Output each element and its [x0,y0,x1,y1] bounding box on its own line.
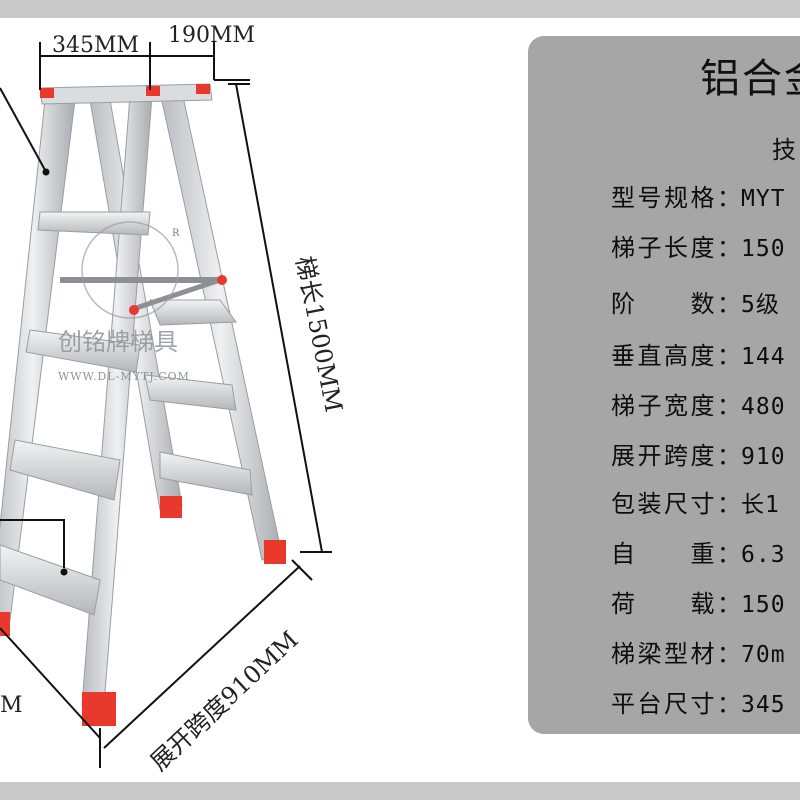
top-frame-bar [0,0,800,18]
callout-dot [60,568,68,576]
front-legs [0,95,153,726]
platform-corner-cap [40,88,54,98]
spec-value: 5级 [741,292,780,318]
spec-row: 包装尺寸：长1 [611,484,780,519]
spec-value: 150 [741,236,786,262]
spec-label: 包装尺寸： [611,490,741,518]
front-right-foot-cap [82,692,116,726]
spec-value: 70m [741,642,786,668]
spec-value: 910 [741,444,786,470]
front-left-foot-cap [0,612,10,636]
spec-value: 345 [741,692,786,718]
partial-dimension-label: M [0,693,23,718]
spec-label: 自 重： [611,540,741,568]
spec-value: 144 [741,344,786,370]
platform-corner-cap [146,86,160,96]
spec-row: 荷 载：150 [611,584,786,619]
back-right-foot-cap [264,540,286,564]
spec-row: 梯子宽度：480 [611,386,786,421]
watermark-seal-mark: R [172,228,180,239]
spec-row: 梯梁型材：70m [611,634,786,669]
spec-row: 自 重：6.3 [611,534,786,569]
spec-label: 垂直高度： [611,342,741,370]
spec-row: 梯子长度：150 [611,228,786,263]
dim-tick [291,559,313,581]
spec-value: 480 [741,394,786,420]
bottom-frame-bar [0,782,800,800]
spec-value: MYT [741,186,786,212]
spec-label: 梯子长度： [611,234,741,262]
callout-dot [42,168,50,176]
spec-row: 展开跨度：910 [611,436,786,471]
watermark-url: WWW.DL-MYTJ.COM [58,370,190,383]
spec-label: 展开跨度： [611,442,741,470]
spec-panel-subtitle: 技 [772,136,796,164]
platform-depth-label: 190MM [168,23,255,48]
spread-span-label: 展开跨度910MM [145,626,304,777]
spec-label: 型号规格： [611,184,741,212]
spec-label: 梯梁型材： [611,640,741,668]
spec-value: 6.3 [741,542,786,568]
spec-value: 150 [741,592,786,618]
top-platform [39,83,213,105]
watermark-seal [81,221,179,319]
callout-line-bottom [0,519,65,568]
spec-row: 平台尺寸：345 [611,684,786,719]
platform-corner-cap [196,84,210,94]
spec-row: 型号规格：MYT [611,178,786,213]
spec-panel-title: 铝合金 [700,56,800,102]
spec-label: 平台尺寸： [611,690,741,718]
spec-label: 荷 载： [611,590,741,618]
back-left-foot-cap [160,496,182,518]
spec-panel [528,36,800,734]
brace-hinge [217,275,227,285]
callout-line-top [0,87,46,171]
spec-row: 阶 数：5级 [611,284,780,319]
watermark-brand: 创铭牌梯具 [58,328,178,356]
spec-row: 垂直高度：144 [611,336,786,371]
ladder-length-label: 梯长1500MM [290,254,348,415]
dim-line-spread [103,565,301,749]
spreader-bar [129,277,221,313]
spec-label: 梯子宽度： [611,392,741,420]
platform-width-label: 345MM [52,33,139,58]
brace-hinge [129,305,139,315]
spec-value: 长1 [741,492,780,518]
dim-line-length [235,83,323,553]
spec-label: 阶 数： [611,290,741,318]
dim-line-partial [0,627,101,739]
